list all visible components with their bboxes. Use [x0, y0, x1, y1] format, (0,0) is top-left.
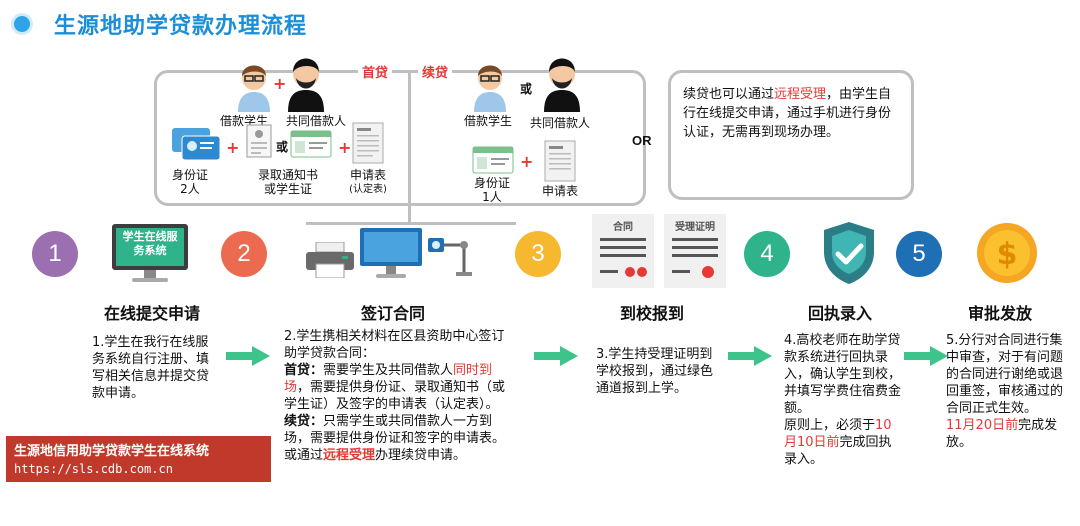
contract-doc-title: 合同 — [613, 222, 633, 233]
step-2-text: 只需学生或共同借款人一方到场，需要提供身份证和签字的申请表。或通过 — [284, 414, 506, 463]
page-title: 生源地助学贷款办理流程 — [54, 14, 308, 39]
person-beard-icon — [544, 58, 580, 112]
or-text: 或 — [276, 140, 289, 154]
arrow-right-icon — [226, 346, 270, 366]
step-2-intro: 2.学生携相关材料在区县资助中心签订助学贷款合同： — [284, 329, 505, 361]
step-4-text: 原则上，必须于 — [784, 418, 876, 433]
renew-loan-heading: 续贷： — [284, 414, 324, 429]
step-4-text: 完成回执录入。 — [784, 435, 892, 467]
banner-url-link[interactable]: https://sls.cdb.com.cn — [14, 462, 173, 476]
monitor-icon — [360, 228, 422, 278]
note-text-1: 续贷也可以通过 — [683, 87, 775, 102]
panel-divider — [408, 70, 411, 206]
plus-icon: + — [226, 138, 240, 157]
application-form-icon — [352, 122, 384, 164]
monitor-icon — [112, 224, 188, 282]
id-card-icon — [172, 128, 221, 161]
step-1-description: 1.学生在我行在线服务系统自行注册、填写相关信息并提交贷款申请。 — [92, 334, 212, 402]
first-cosigner-label: 共同借款人 — [286, 114, 347, 128]
step-2-text: 办理续贷申请。 — [375, 448, 467, 463]
deadline-oct10: 10月10日前 — [784, 418, 892, 450]
arrow-right-icon — [728, 346, 772, 366]
or-text: 或 — [520, 82, 533, 96]
application-form-icon — [544, 140, 576, 182]
panel-connector — [408, 204, 411, 224]
step-2-description: 2.学生携相关材料在区县资助中心签订助学贷款合同： 首贷：需要学生及共同借款人同… — [284, 328, 508, 464]
first-form-label-2: (认定表) — [349, 184, 387, 195]
student-card-icon — [290, 130, 332, 158]
person-glasses-icon — [474, 65, 506, 112]
contract-document-icon — [592, 214, 654, 288]
step-1-text: 1.学生在我行在线服务系统自行注册、填写相关信息并提交贷款申请。 — [92, 335, 210, 401]
plus-icon: + — [273, 74, 287, 93]
first-notice-label: 录取通知书 — [257, 168, 318, 182]
renew-student-label: 借款学生 — [464, 114, 513, 128]
step-5-description: 5.分行对合同进行集中审查，对于有问题的合同进行谢绝或退回重签，审核通过的合同正… — [946, 332, 1070, 451]
arrow-right-icon — [904, 346, 948, 366]
document-icon — [246, 124, 272, 158]
plus-icon: + — [520, 152, 534, 171]
remote-processing-link[interactable]: 远程受理 — [323, 448, 376, 463]
remote-note-box: 续贷也可以通过远程受理，由学生自行在线提交申请，通过手机进行身份认证，无需再到现… — [668, 70, 914, 200]
online-system-banner[interactable]: 生源地信用助学贷款学生在线系统 https://sls.cdb.com.cn — [6, 436, 271, 482]
id-card-icon — [472, 146, 514, 174]
online-system-screen-text: 学生在线服务系统 — [122, 230, 178, 257]
renew-id-count: 1人 — [482, 190, 502, 204]
step-4-description: 4.高校老师在助学贷款系统进行回执录入，确认学生到校，并填写学费住宿费金额。 原… — [784, 332, 904, 468]
or-label: OR — [632, 133, 652, 148]
camera-icon — [428, 238, 472, 276]
step-1-title: 在线提交申请 — [103, 304, 200, 323]
first-form-label: 申请表 — [349, 168, 386, 182]
svg-text:$: $ — [997, 237, 1018, 272]
step-4-circle: 4 — [744, 231, 790, 277]
renew-form-label: 申请表 — [541, 184, 578, 198]
plus-icon: + — [338, 138, 352, 157]
first-loan-tag: 首贷 — [358, 62, 393, 81]
step-3-circle: 3 — [515, 231, 561, 277]
renew-cosigner-label: 共同借款人 — [530, 116, 591, 130]
step-5-text: 完成发放。 — [946, 418, 1058, 450]
receipt-certificate-icon — [664, 214, 726, 288]
first-id-label: 身份证 — [171, 168, 208, 182]
step-3-text: 3.学生持受理证明到学校报到，通过绿色通道报到上学。 — [596, 347, 714, 396]
title-bullet — [14, 16, 30, 32]
renew-loan-tag: 续贷 — [418, 62, 453, 81]
step-2-text: ，需要提供身份证、录取通知书（或学生证）及签字的申请表（认定表）。 — [284, 380, 506, 412]
step-5-circle: 5 — [896, 231, 942, 277]
coin-icon: $ — [977, 223, 1037, 283]
person-glasses-icon — [238, 65, 270, 112]
step-4-title: 回执录入 — [807, 304, 872, 323]
same-time-highlight: 同时到场 — [284, 363, 493, 395]
first-notice-label-2: 或学生证 — [263, 182, 312, 196]
step-2-circle: 2 — [221, 231, 267, 277]
deadline-nov20: 11月20日前 — [946, 418, 1019, 433]
note-text-2: ，由学生自行在线提交申请，通过手机进行身份认证，无需再到现场办理。 — [683, 87, 892, 140]
banner-title: 生源地信用助学贷款学生在线系统 — [14, 444, 210, 459]
step-3-description: 3.学生持受理证明到学校报到，通过绿色通道报到上学。 — [596, 346, 714, 397]
printer-icon — [306, 242, 354, 278]
first-id-count: 2人 — [180, 182, 200, 196]
first-loan-heading: 首贷： — [284, 363, 324, 378]
step-5-text: 5.分行对合同进行集中审查，对于有问题的合同进行谢绝或退回重签，审核通过的合同正… — [946, 333, 1064, 416]
step-1-circle: 1 — [32, 231, 78, 277]
shield-check-icon — [824, 222, 874, 284]
step-2-text: 需要学生及共同借款人 — [323, 363, 454, 378]
remote-processing-link[interactable]: 远程受理 — [774, 87, 827, 102]
renew-id-label: 身份证 — [473, 176, 510, 190]
receipt-doc-title: 受理证明 — [675, 222, 715, 233]
step-5-title: 审批发放 — [967, 304, 1032, 323]
step-4-text: 4.高校老师在助学贷款系统进行回执录入，确认学生到校，并填写学费住宿费金额。 — [784, 333, 902, 416]
person-beard-icon — [288, 58, 324, 112]
step-3-title: 到校报到 — [619, 304, 684, 323]
step-2-title: 签订合同 — [360, 304, 425, 323]
arrow-right-icon — [534, 346, 578, 366]
flow-line — [306, 222, 516, 225]
